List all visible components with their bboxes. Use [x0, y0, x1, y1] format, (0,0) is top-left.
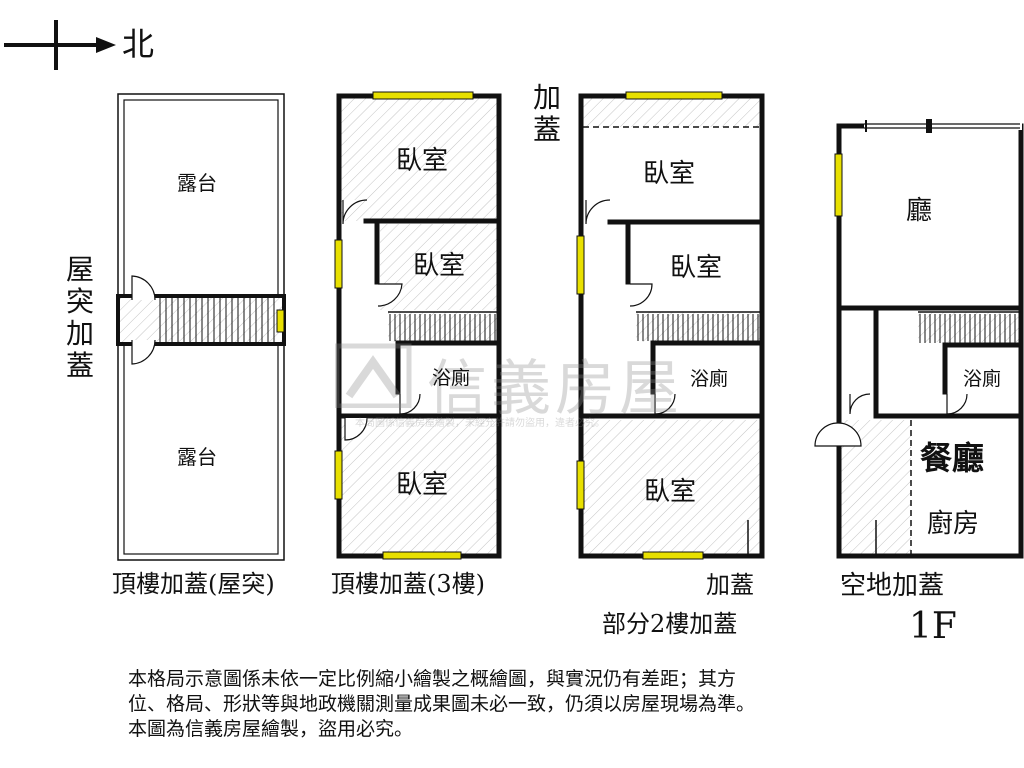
- 3f-bathroom: 浴廁: [432, 367, 471, 389]
- terrace-bottom-label: 露台: [177, 445, 217, 469]
- plan-floor-1: [814, 119, 1024, 559]
- disclaimer: 本格局示意圖係未依一定比例縮小繪製之概繪圖，與實況仍有差距；其方 位、格局、形狀…: [128, 667, 908, 742]
- watermark-brand: 信義房屋: [427, 354, 683, 424]
- rooftop-side-label-3: 加: [66, 317, 95, 350]
- 2f-bathroom: 浴廁: [690, 368, 729, 390]
- 3f-bedroom-top: 臥室: [396, 146, 449, 176]
- plan-floor-2: [576, 91, 765, 560]
- floor-1-tag: 1F: [909, 606, 957, 647]
- rooftop-side-label-4: 蓋: [66, 349, 95, 382]
- north-arrow: [4, 20, 116, 70]
- rooftop-side-label-2: 突: [66, 285, 95, 318]
- north-label: 北: [122, 25, 155, 63]
- disclaimer-line-1: 本格局示意圖係未依一定比例縮小繪製之概繪圖，與實況仍有差距；其方: [128, 668, 737, 690]
- floor-2-title: 部分2樓加蓋: [602, 610, 738, 638]
- 1f-living-room: 廳: [906, 196, 933, 226]
- rooftop-structure-title: 頂樓加蓋(屋突): [112, 570, 275, 598]
- rooftop-side-label-1: 屋: [66, 253, 95, 286]
- 2f-annex-label: 加蓋: [706, 571, 754, 599]
- 2f-top-label-2: 蓋: [533, 113, 562, 146]
- plan-rooftop-3f: [334, 91, 502, 560]
- 2f-bedroom-top: 臥室: [643, 159, 696, 189]
- 2f-bedroom-mid: 臥室: [670, 253, 723, 283]
- disclaimer-line-2: 位、格局、形狀等與地政機關測量成果圖未必一致，仍須以房屋現場為準。: [128, 693, 756, 715]
- 2f-top-label-1: 加: [533, 81, 562, 114]
- plan-rooftop-structure: [116, 93, 286, 561]
- 3f-bedroom-mid: 臥室: [413, 251, 466, 281]
- 1f-annex-label: 空地加蓋: [840, 571, 945, 601]
- watermark: 信義房屋 本局圖係信義房屋繪製，未經允許請勿盜用，違者必究。: [334, 338, 695, 429]
- 1f-kitchen: 廚房: [927, 509, 980, 539]
- 1f-dining-room: 餐廳: [920, 439, 985, 477]
- brand-logo-icon: [334, 343, 412, 409]
- rooftop-3f-title: 頂樓加蓋(3樓): [331, 570, 485, 598]
- terrace-top-label: 露台: [177, 171, 217, 195]
- watermark-sub: 本局圖係信義房屋繪製，未經允許請勿盜用，違者必究。: [355, 418, 605, 429]
- 3f-bedroom-bottom: 臥室: [396, 470, 449, 500]
- disclaimer-line-3: 本圖為信義房屋繪製，盜用必究。: [128, 718, 414, 740]
- 1f-bathroom: 浴廁: [963, 368, 1002, 390]
- 2f-bedroom-bottom: 臥室: [644, 477, 697, 507]
